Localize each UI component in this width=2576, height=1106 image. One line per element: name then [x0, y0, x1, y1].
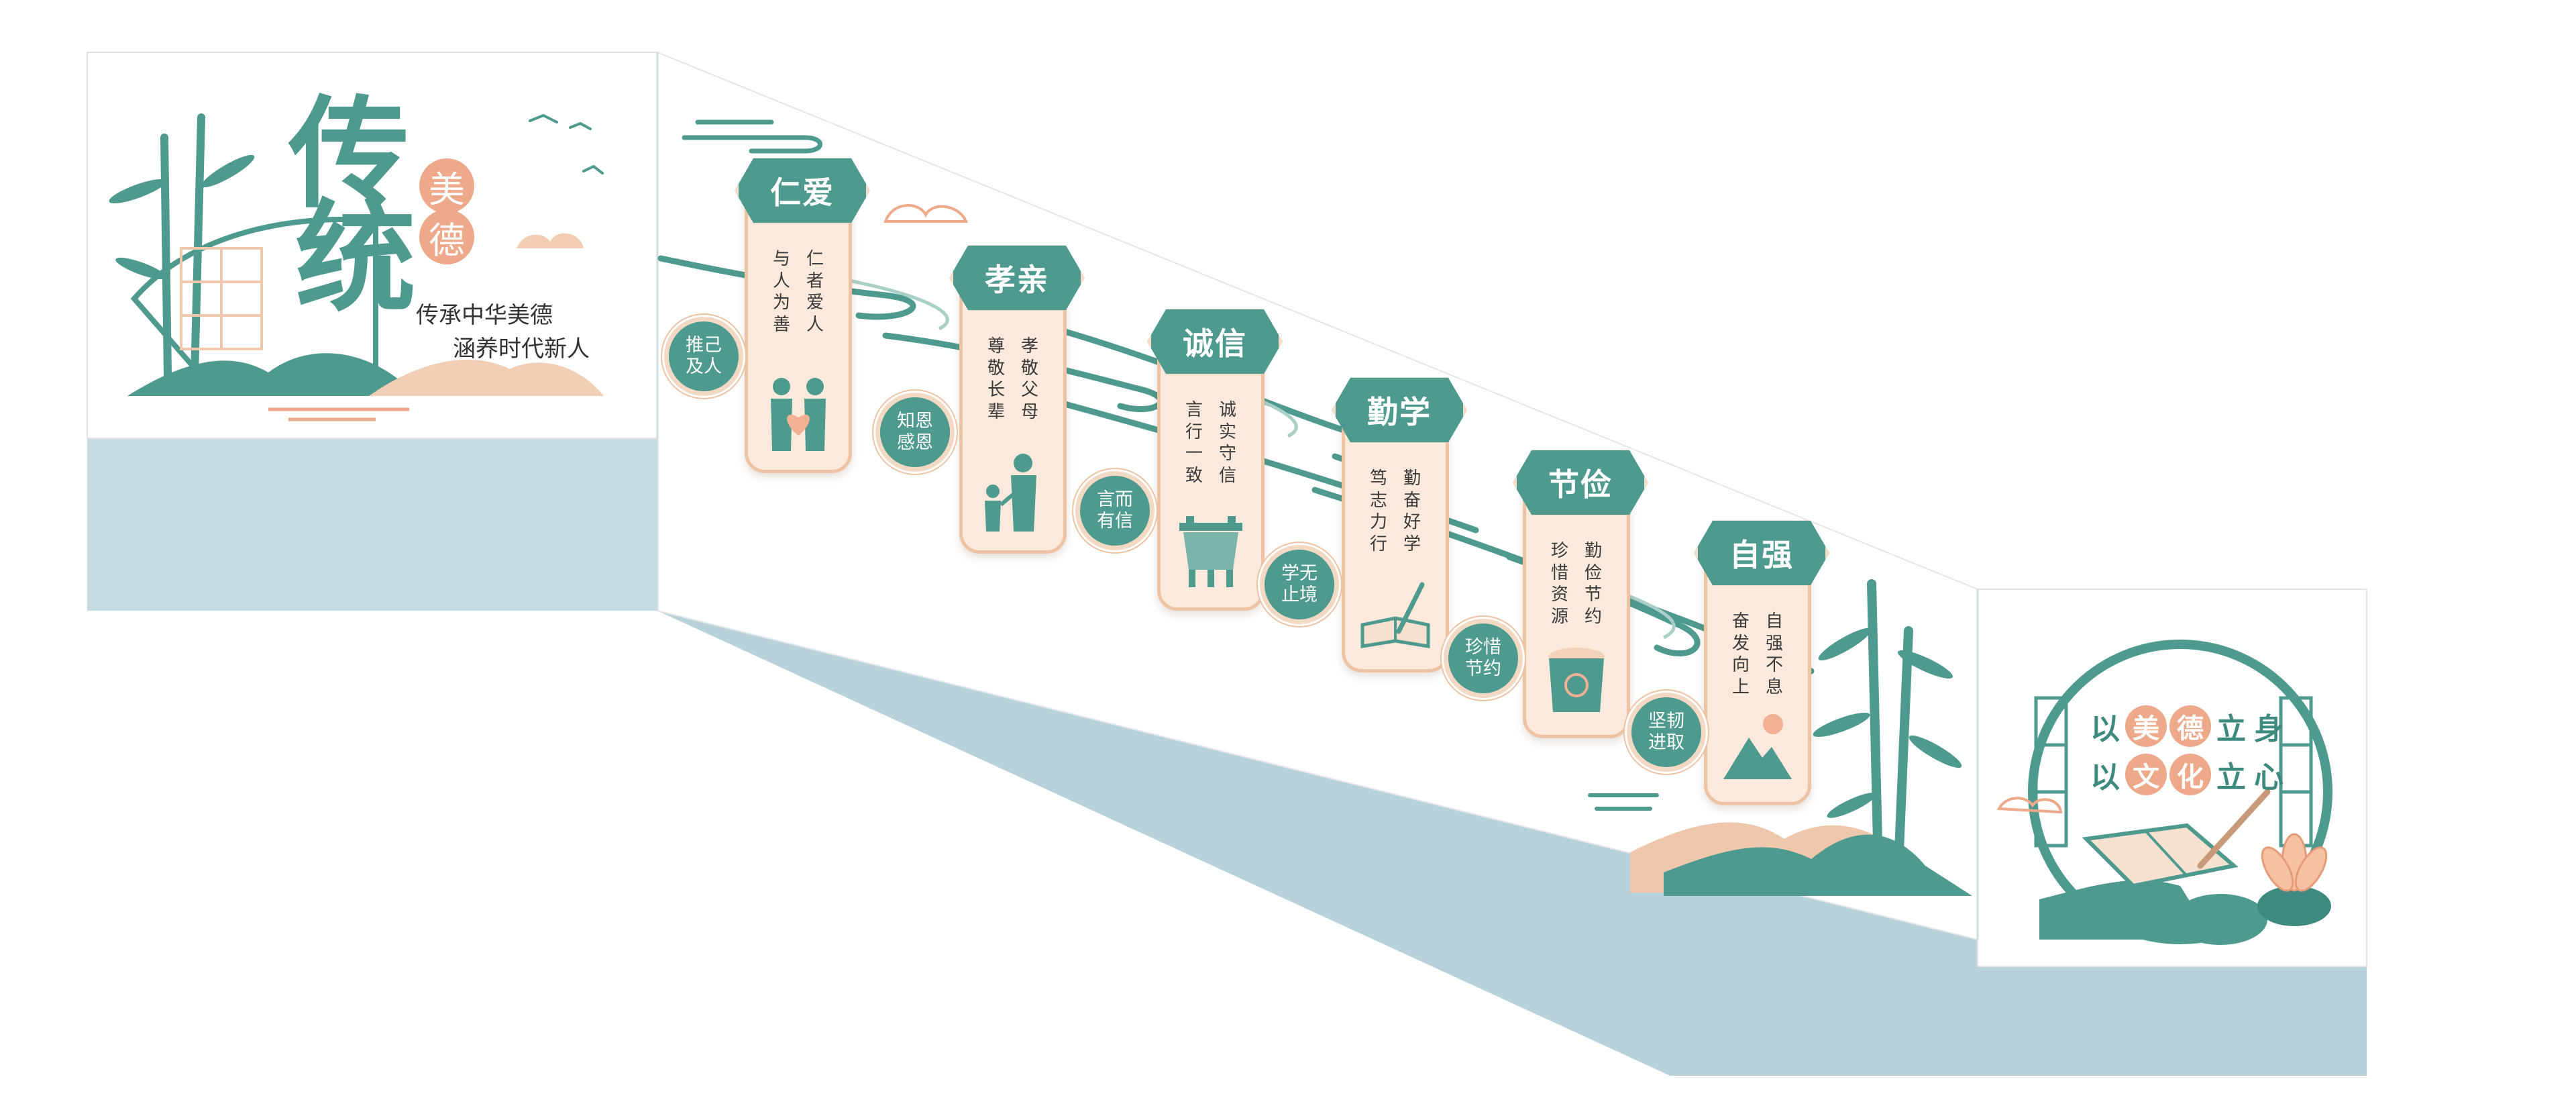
banner-renai: 仁爱 与人为善 仁者爱人 — [735, 158, 870, 473]
rice-bowl-icon — [1548, 648, 1605, 712]
badge-line-1: 坚韧 — [1648, 710, 1684, 732]
slogan-line-1: 传承中华美德 — [416, 302, 553, 329]
banner-title: 勤学 — [1332, 377, 1467, 443]
badge-line-1: 推己 — [686, 334, 722, 356]
title-char-tong: 统 — [295, 187, 417, 329]
motto-highlight-char: 美 — [2125, 705, 2167, 747]
banner-col-right: 勤奋好学 — [1403, 468, 1421, 554]
banner-chengxin: 诚信 言行一致 诚实守信 — [1147, 309, 1283, 611]
motto-line-2: 以 文 化 立 心 — [2086, 753, 2288, 796]
banner-jiejian: 节俭 珍惜资源 勤俭节约 — [1513, 450, 1648, 738]
banner-col-right: 勤俭节约 — [1584, 541, 1602, 627]
banner-col-right: 仁者爱人 — [806, 249, 824, 335]
mountain-sun-icon — [1723, 714, 1792, 779]
title-char-chuan: 传 — [288, 83, 410, 225]
banner-col-left: 与人为善 — [772, 249, 790, 335]
badge-yaneryouxin: 言而 有信 — [1075, 471, 1155, 550]
banner-col-right: 自强不息 — [1765, 611, 1783, 697]
motto-highlight-char: 文 — [2125, 754, 2167, 795]
motto-char: 立 — [2216, 760, 2246, 795]
badge-line-2: 止境 — [1281, 585, 1318, 605]
motto-highlight-char: 德 — [2169, 705, 2211, 747]
banner-col-left: 珍惜资源 — [1550, 541, 1568, 627]
badge-zhenxijieyue: 珍惜 节约 — [1444, 619, 1523, 698]
badge-tuijiren: 推己 及人 — [664, 317, 743, 396]
banner-col-right: 诚实守信 — [1218, 400, 1236, 486]
motto-char: 以 — [2090, 760, 2120, 795]
badge-line-1: 珍惜 — [1465, 636, 1501, 658]
slogan-line-2: 涵养时代新人 — [453, 336, 590, 362]
badge-jianren: 坚韧 进取 — [1627, 693, 1706, 772]
banner-title: 孝亲 — [949, 245, 1085, 311]
banner-title: 仁爱 — [735, 158, 870, 223]
banner-xiaoqin: 孝亲 尊敬长辈 孝敬父母 — [949, 245, 1085, 554]
seal-mei: 美 — [419, 158, 474, 213]
motto-char: 立 — [2216, 712, 2246, 746]
badge-line-1: 学无 — [1281, 562, 1318, 584]
motto-line-1: 以 美 德 立 身 — [2086, 705, 2288, 748]
banner-col-left: 笃志力行 — [1369, 468, 1387, 554]
badge-xuewuzhijing: 学无 止境 — [1260, 545, 1339, 624]
seal-de: 德 — [419, 209, 474, 264]
badge-line-2: 进取 — [1648, 732, 1684, 753]
banner-col-left: 奋发向上 — [1731, 611, 1750, 697]
motto-char: 身 — [2254, 712, 2284, 746]
banner-title: 自强 — [1694, 520, 1829, 586]
couple-heart-icon — [771, 378, 826, 451]
motto-highlight-char: 化 — [2169, 754, 2211, 795]
badge-line-1: 知恩 — [897, 410, 933, 432]
banner-title: 节俭 — [1513, 450, 1648, 515]
banner-col-left: 言行一致 — [1185, 400, 1203, 486]
badge-line-2: 感恩 — [897, 432, 933, 453]
book-brush-icon — [1360, 582, 1430, 648]
banner-ziqiang: 自强 奋发向上 自强不息 — [1694, 520, 1829, 805]
banner-col-right: 孝敬父母 — [1020, 336, 1038, 422]
banner-qinxue: 勤学 笃志力行 勤奋好学 — [1332, 377, 1467, 672]
parent-child-icon — [985, 454, 1036, 532]
badge-line-2: 有信 — [1097, 511, 1133, 532]
bronze-ding-icon — [1179, 516, 1242, 587]
motto-char: 心 — [2254, 760, 2284, 795]
motto-char: 以 — [2090, 712, 2120, 746]
badge-zhien: 知恩 感恩 — [875, 393, 955, 472]
badge-line-2: 及人 — [686, 356, 722, 377]
badge-line-2: 节约 — [1465, 658, 1501, 679]
badge-line-1: 言而 — [1097, 489, 1133, 510]
banner-title: 诚信 — [1147, 309, 1283, 374]
banner-col-left: 尊敬长辈 — [987, 336, 1005, 422]
